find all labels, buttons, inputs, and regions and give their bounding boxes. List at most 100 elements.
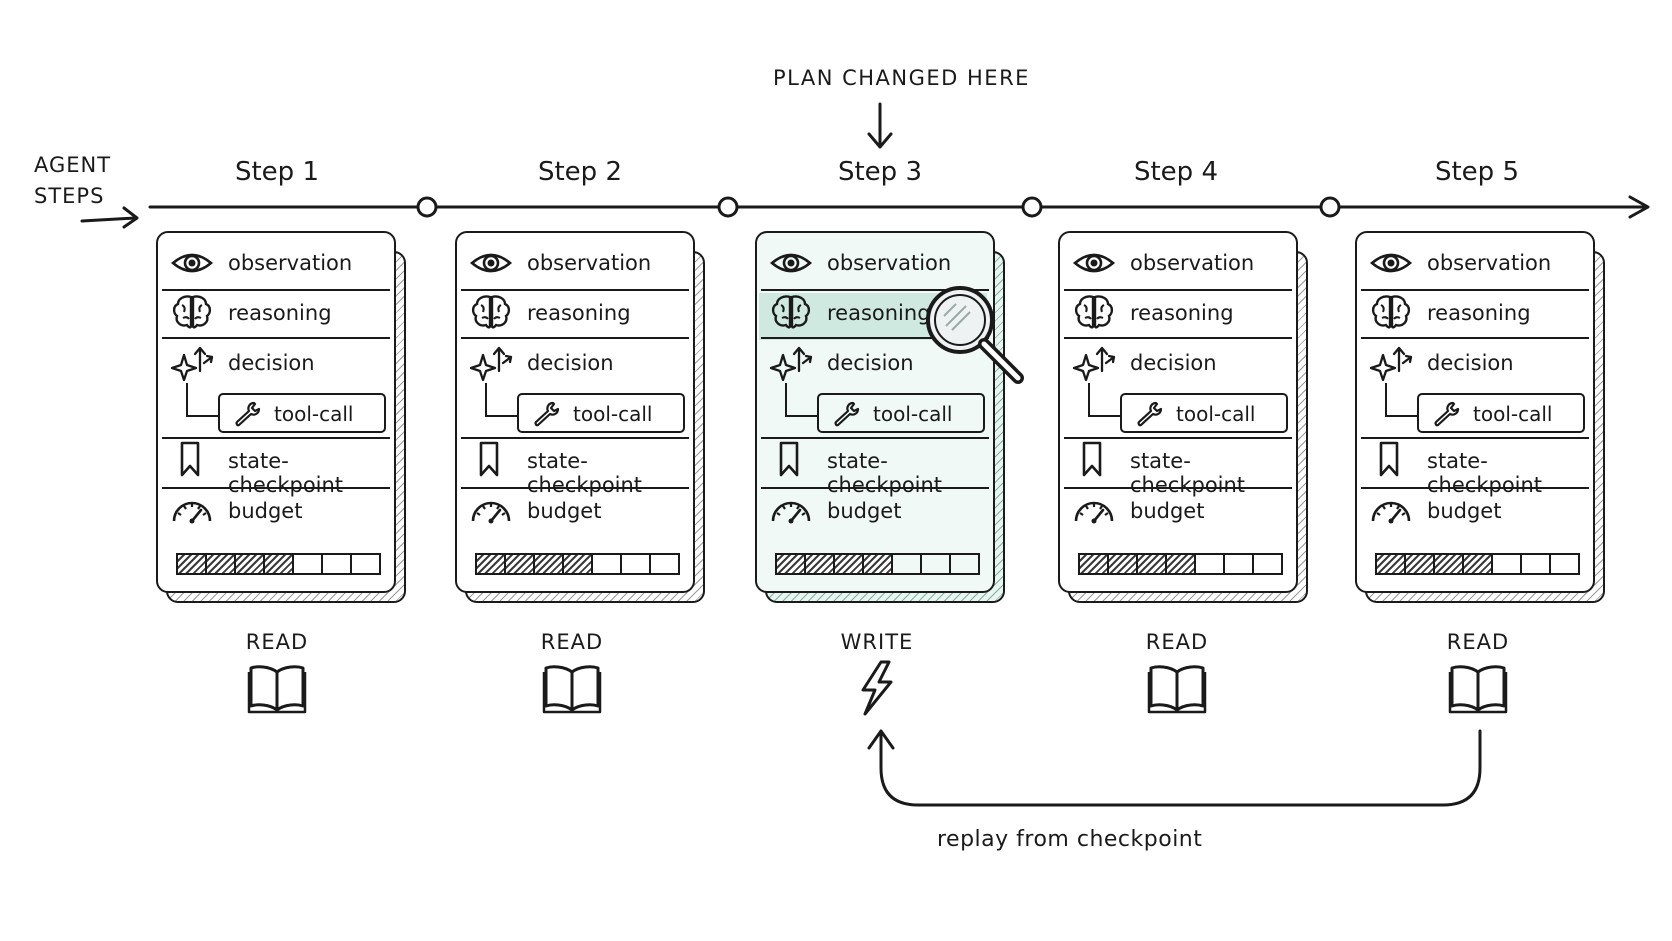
- budget-bar: [176, 553, 381, 575]
- open-book-icon: [1147, 660, 1207, 716]
- budget-cell: [1138, 555, 1167, 573]
- wrench-icon: [533, 401, 561, 427]
- tool-call-box[interactable]: tool-call: [1417, 393, 1585, 433]
- budget-cell: [352, 555, 379, 573]
- budget-cell: [1493, 555, 1522, 573]
- row-label: decision: [827, 351, 914, 375]
- tool-call-box[interactable]: tool-call: [218, 393, 386, 433]
- sparkle-arrows-icon: [170, 345, 214, 382]
- tool-call-box[interactable]: tool-call: [817, 393, 985, 433]
- tool-call-box[interactable]: tool-call: [1120, 393, 1288, 433]
- row-label: reasoning: [527, 301, 631, 325]
- row-divider: [1361, 487, 1589, 489]
- budget-cell: [323, 555, 352, 573]
- row-divider: [1361, 337, 1589, 339]
- row-divider: [1064, 487, 1292, 489]
- step-title: Step 4: [1133, 157, 1218, 187]
- replay-label: replay from checkpoint: [937, 827, 1203, 852]
- eye-icon: [769, 245, 813, 281]
- row-divider: [162, 337, 390, 339]
- row-divider: [162, 487, 390, 489]
- row-divider: [1064, 337, 1292, 339]
- budget-cell: [922, 555, 951, 573]
- sparkle-arrows-icon: [769, 345, 813, 382]
- row-label: state-checkpoint: [228, 449, 344, 497]
- budget-cell: [1377, 555, 1406, 573]
- bookmark-icon: [469, 441, 513, 477]
- row-divider: [761, 289, 989, 291]
- bookmark-icon: [1369, 441, 1413, 477]
- eye-icon: [1072, 245, 1116, 281]
- brain-icon: [769, 293, 813, 329]
- budget-cell: [622, 555, 651, 573]
- budget-cell: [1406, 555, 1435, 573]
- budget-cell: [294, 555, 323, 573]
- budget-cell: [1551, 555, 1578, 573]
- step-title: Step 3: [837, 157, 922, 187]
- row-label: state-checkpoint: [527, 449, 643, 497]
- row-label: observation: [228, 251, 353, 275]
- access-mode-label: READ: [540, 630, 604, 654]
- budget-cell: [1435, 555, 1464, 573]
- budget-cell: [1109, 555, 1138, 573]
- tool-call-box[interactable]: tool-call: [517, 393, 685, 433]
- access-mode-label: READ: [1145, 630, 1209, 654]
- open-book-icon: [247, 660, 307, 716]
- timeline-node: [717, 196, 739, 218]
- access-mode-label: READ: [245, 630, 309, 654]
- sparkle-arrows-icon: [1369, 345, 1413, 382]
- step-title: Step 1: [234, 157, 319, 187]
- bookmark-icon: [170, 441, 214, 477]
- budget-cell: [535, 555, 564, 573]
- budget-cell: [593, 555, 622, 573]
- budget-cell: [236, 555, 265, 573]
- row-divider: [761, 437, 989, 439]
- row-label: observation: [1427, 251, 1552, 275]
- budget-cell: [1196, 555, 1225, 573]
- tool-call-connector: [485, 383, 517, 417]
- budget-cell: [864, 555, 893, 573]
- gauge-icon: [1072, 491, 1116, 527]
- timeline-nodes: [416, 196, 1341, 218]
- budget-cell: [564, 555, 593, 573]
- row-divider: [461, 289, 689, 291]
- tool-call-connector: [186, 383, 218, 417]
- row-divider: [162, 437, 390, 439]
- budget-bar: [1375, 553, 1580, 575]
- row-label: budget: [827, 499, 902, 523]
- row-label: state-checkpoint: [827, 449, 943, 497]
- plan-changed-annotation: PLAN CHANGED HERE: [773, 66, 1030, 90]
- row-label: budget: [228, 499, 303, 523]
- tool-call-label: tool-call: [573, 402, 653, 426]
- step-title: Step 5: [1434, 157, 1519, 187]
- budget-cell: [806, 555, 835, 573]
- agent-steps-arrow: [80, 216, 137, 223]
- replay-arrow: [879, 729, 1482, 807]
- row-divider: [162, 289, 390, 291]
- budget-bar: [1078, 553, 1283, 575]
- budget-cell: [1522, 555, 1551, 573]
- budget-cell: [651, 555, 678, 573]
- row-label: decision: [228, 351, 315, 375]
- row-divider: [461, 487, 689, 489]
- budget-cell: [893, 555, 922, 573]
- row-label: reasoning: [827, 301, 931, 325]
- budget-cell: [835, 555, 864, 573]
- budget-cell: [1080, 555, 1109, 573]
- sparkle-arrows-icon: [469, 345, 513, 382]
- row-label: budget: [527, 499, 602, 523]
- row-divider: [1064, 437, 1292, 439]
- row-divider: [761, 487, 989, 489]
- budget-cell: [178, 555, 207, 573]
- row-divider: [461, 437, 689, 439]
- gauge-icon: [1369, 491, 1413, 527]
- budget-cell: [1464, 555, 1493, 573]
